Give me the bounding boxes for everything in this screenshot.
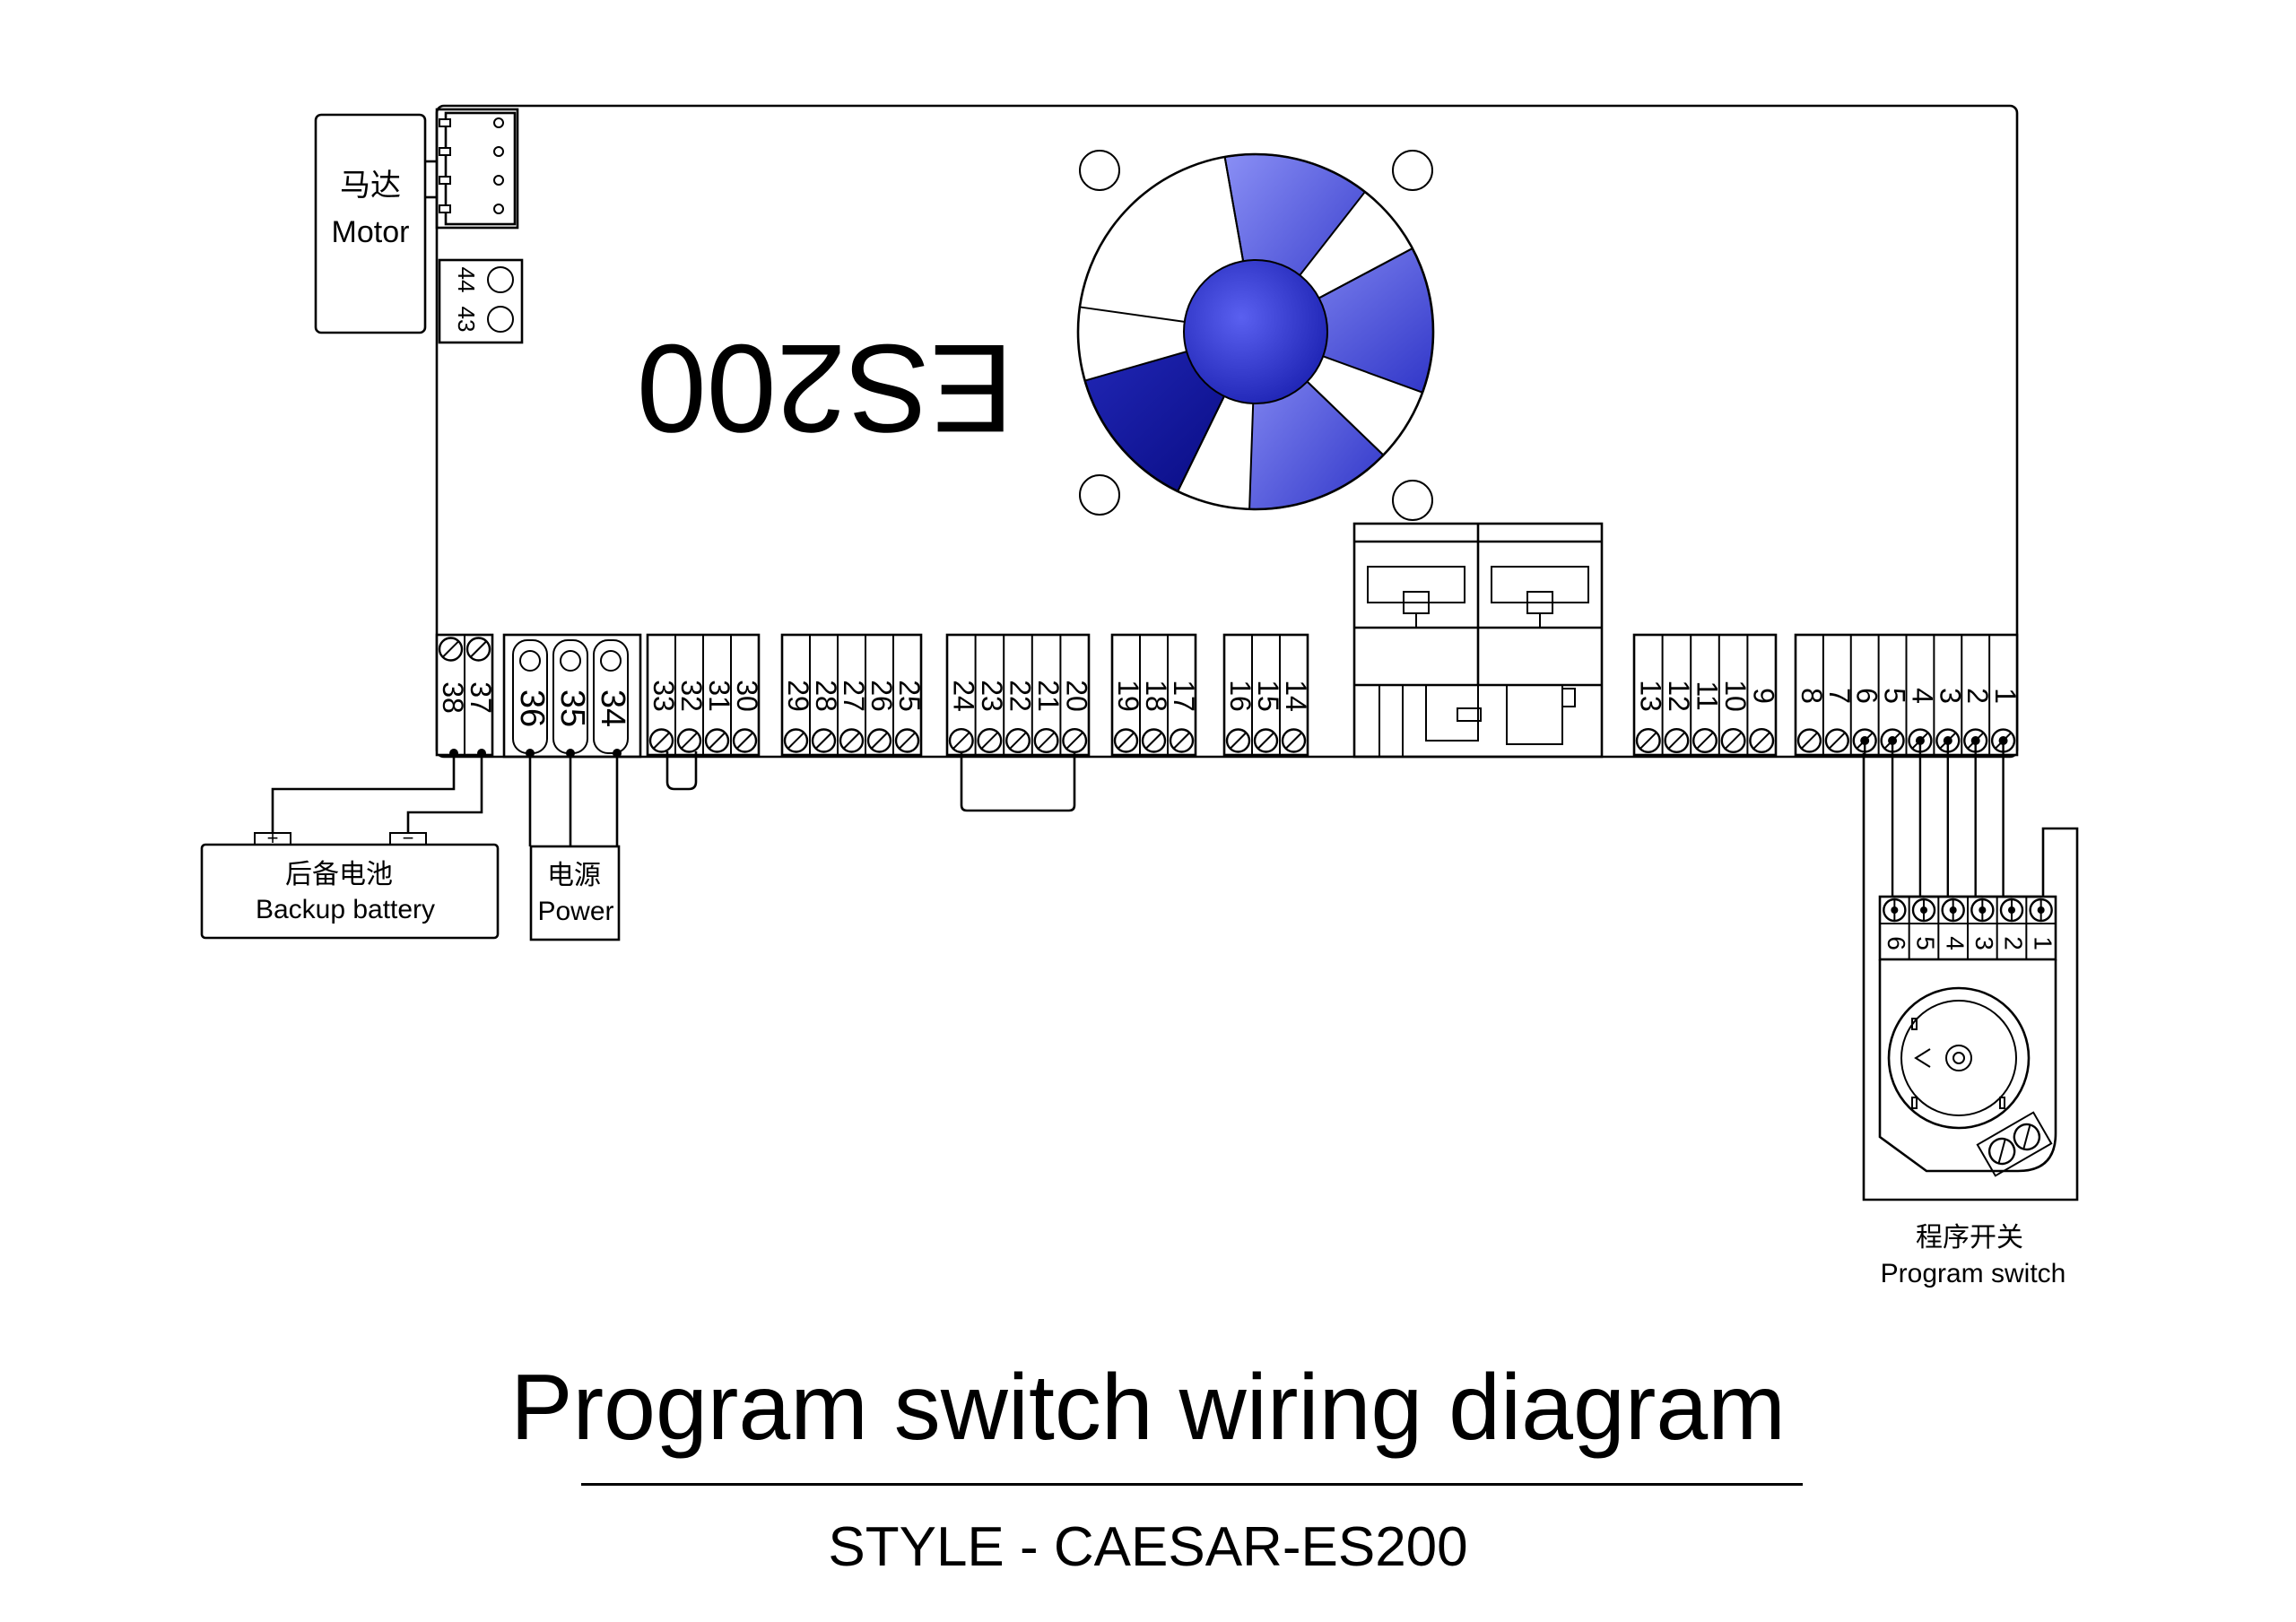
terminal-label: 20 [1061,680,1093,712]
terminal-label: 7 [1823,688,1856,704]
board-model-label: ES200 [637,318,1013,459]
power-label-cn: 电源 [547,860,601,891]
switch-terminal-label: 4 [1941,936,1969,950]
terminal-label: 32 [675,680,708,712]
terminal-label: 31 [703,680,735,712]
terminal-label: 14 [1280,680,1312,712]
terminal-label: 4 [1906,688,1938,704]
power-label-en: Power [537,897,613,926]
cooling-fan [1076,150,1435,521]
switch-terminal-label: 6 [1883,936,1910,950]
terminal-label: 3 [1934,688,1966,704]
program-switch-label-en: Program switch [1881,1259,2066,1288]
terminal-label: 30 [731,680,763,712]
terminal-44-label: 44 [453,267,480,293]
switch-terminal-label: 3 [1970,936,1998,950]
motor-block: 马达 Motor [314,113,427,334]
terminal-label: 21 [1032,680,1065,712]
terminal-35-label: 35 [553,690,591,727]
motor-terminal-block: 44 43 [438,258,524,344]
es200-board: ES200 [435,104,2019,759]
terminal-label: 1 [1989,688,2022,704]
terminal-label: 12 [1663,680,1695,712]
terminal-label: 11 [1692,681,1724,710]
battery-wires [271,749,486,833]
battery-label-en: Backup battery [256,895,435,924]
terminal-label: 28 [810,680,842,712]
power-terminal-block: 36 35 34 [502,633,642,759]
terminal-label: 27 [838,680,870,712]
terminal-label: 38 [437,681,469,714]
terminal-label: 10 [1719,680,1752,712]
terminal-label: 2 [1961,688,1994,704]
switch-knob-terminals-icon [1976,1111,2053,1177]
jumper-24-21 [960,751,1076,812]
terminal-label: 29 [782,680,814,712]
terminal-label: 22 [1004,680,1037,712]
title-divider [581,1483,1803,1486]
motor-connector [425,108,519,230]
terminal-label: 26 [865,680,898,712]
switch-terminal-label: 1 [2029,936,2057,950]
backup-battery: + − 后备电池 Backup battery [200,827,500,940]
terminal-label: 17 [1168,680,1200,712]
switch-terminal-label: 5 [1912,936,1940,950]
battery-plus-sign: + [267,827,279,849]
program-switch-wires [1860,736,2041,898]
terminal-label: 37 [465,681,497,714]
fan-hub-icon [1183,259,1328,404]
diagram-title: Program switch wiring diagram [510,1356,1786,1460]
motor-label-en: Motor [332,215,410,249]
terminal-label: 8 [1796,688,1828,704]
switch-terminal-label: 2 [2000,936,2028,950]
relay-block [1352,522,1604,759]
terminal-label: 18 [1140,680,1172,712]
terminal-label: 16 [1224,680,1257,712]
jumper-33-32 [665,751,698,791]
terminal-label: 23 [976,680,1008,712]
terminal-label: 13 [1634,680,1666,712]
terminal-34-label: 34 [594,690,631,727]
battery-label-cn: 后备电池 [285,859,393,890]
terminal-label: 9 [1748,688,1780,704]
terminal-label: 5 [1879,688,1911,704]
terminal-36-label: 36 [513,690,551,727]
terminal-label: 6 [1851,688,1883,704]
motor-label-cn: 马达 [340,168,401,204]
terminal-label: 19 [1112,680,1144,712]
terminal-label: 15 [1252,680,1284,712]
terminal-label: 24 [947,680,979,712]
program-switch-label-cn: 程序开关 [1916,1222,2023,1253]
battery-minus-sign: − [403,827,414,849]
terminal-43-label: 43 [453,307,480,333]
terminal-label: 25 [893,680,926,712]
terminal-label: 33 [648,680,680,712]
power-source: 电源 Power [526,749,622,941]
diagram-subtitle: STYLE - CAESAR-ES200 [828,1516,1468,1578]
